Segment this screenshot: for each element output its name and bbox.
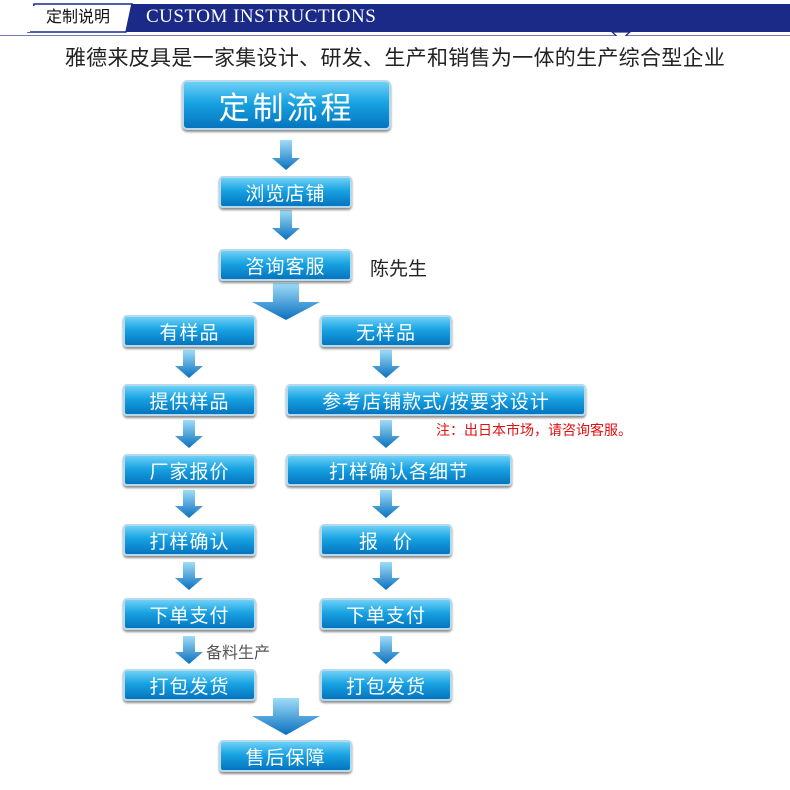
arrow-down-icon <box>372 350 400 664</box>
step-after-sales: 售后保障 <box>219 740 352 772</box>
split-arrow-icon <box>252 283 320 320</box>
right-step-5: 打包发货 <box>320 669 452 701</box>
right-step-3: 报 价 <box>320 524 452 556</box>
company-subtitle: 雅德来皮具是一家集设计、研发、生产和销售为一体的生产综合型企业 <box>64 46 726 70</box>
left-step-5: 打包发货 <box>123 669 256 701</box>
header-tab-label: 定制说明 <box>46 7 111 26</box>
arrow-down-icon <box>272 210 300 240</box>
flow-title: 定制流程 <box>182 80 391 130</box>
left-step-1: 提供样品 <box>123 384 256 416</box>
step-consult-service: 咨询客服 <box>219 249 352 281</box>
arrow-down-icon <box>175 350 203 664</box>
right-step-4: 下单支付 <box>320 598 452 630</box>
arrow-down-icon <box>272 140 300 170</box>
left-step-4: 下单支付 <box>123 598 256 630</box>
right-step-1: 参考店铺款式/按要求设计 <box>286 384 586 416</box>
step-browse-shop: 浏览店铺 <box>219 176 352 208</box>
branch-without-sample: 无样品 <box>320 315 452 347</box>
material-prep-note: 备料生产 <box>206 645 271 662</box>
right-step-2: 打样确认各细节 <box>286 454 512 486</box>
merge-arrow-icon <box>252 698 320 735</box>
header-band <box>0 3 790 36</box>
header-title: CUSTOM INSTRUCTIONS <box>146 6 377 27</box>
market-note: 注：出日本市场，请咨询客服。 <box>436 424 632 439</box>
left-step-2: 厂家报价 <box>123 454 256 486</box>
left-step-3: 打样确认 <box>123 524 256 556</box>
branch-with-sample: 有样品 <box>123 315 256 347</box>
contact-name: 陈先生 <box>370 258 428 280</box>
